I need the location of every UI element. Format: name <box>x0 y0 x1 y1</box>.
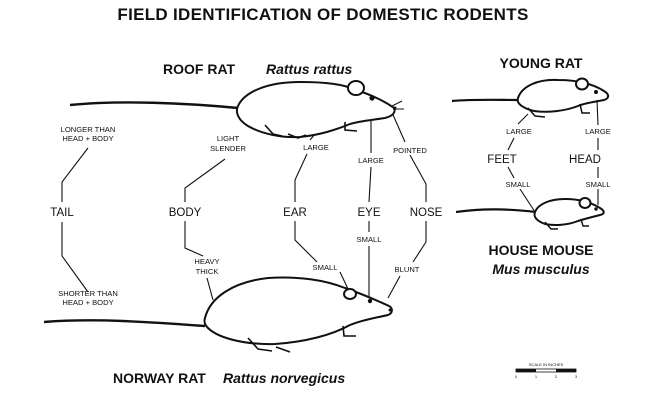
norway-rat-eye <box>367 298 373 304</box>
nose-pointed-label: POINTED <box>393 146 427 155</box>
eye-large-label: LARGE <box>358 156 384 165</box>
nose-blunt-label: BLUNT <box>395 265 420 274</box>
body-heavy-label: HEAVY <box>194 257 219 266</box>
roof-rat-front-foot <box>344 122 358 132</box>
norway-rat-hind-foot <box>247 337 291 353</box>
house-mouse-eye <box>594 207 598 211</box>
house-mouse-front-foot <box>580 218 589 227</box>
feet-line-upper <box>507 137 515 151</box>
body-line-upper <box>184 158 226 202</box>
nose-line-upper <box>409 154 427 202</box>
roof-rat-whiskers <box>391 100 404 110</box>
young-rat-ear <box>575 77 589 91</box>
eye-small-label: SMALL <box>357 235 382 244</box>
house-mouse-tail <box>455 208 537 214</box>
tail-shorter-label-1: SHORTER THAN <box>58 289 118 298</box>
head-line-top <box>596 99 599 126</box>
young-rat-title: YOUNG RAT <box>500 55 583 71</box>
nose-category-label: NOSE <box>410 207 443 219</box>
ear-line-lower <box>294 221 318 263</box>
feet-small-label: SMALL <box>506 180 531 189</box>
scale-bar-segment-1 <box>516 369 536 372</box>
head-small-label: SMALL <box>586 180 611 189</box>
ear-small-label: SMALL <box>313 263 338 272</box>
roof-rat-eye <box>369 95 375 101</box>
body-line-lower <box>184 221 204 257</box>
norway-rat-nose <box>388 308 392 312</box>
feet-line-lower <box>507 166 515 179</box>
norway-rat-body <box>203 276 393 346</box>
page-title: FIELD IDENTIFICATION OF DOMESTIC RODENTS <box>117 5 528 24</box>
roof-rat-hind-foot <box>264 124 307 139</box>
norway-rat-scientific-name: Rattus norvegicus <box>223 370 345 386</box>
body-category-label: BODY <box>169 207 202 219</box>
norway-rat-tail <box>43 319 206 328</box>
eye-line-upper <box>368 166 372 203</box>
house-mouse-common-name: HOUSE MOUSE <box>488 242 593 258</box>
young-rat-tail <box>451 98 521 103</box>
norway-rat-common-name: NORWAY RAT <box>113 370 206 386</box>
scale-tick-3: 3 <box>575 374 578 379</box>
tail-category-label: TAIL <box>50 207 74 219</box>
nose-line-lower <box>412 221 427 263</box>
body-line-lower-tail <box>206 277 214 301</box>
ear-category-label: EAR <box>283 207 307 219</box>
young-rat-body <box>516 78 610 113</box>
tail-line-upper <box>61 147 89 202</box>
house-mouse-illustration <box>455 197 605 230</box>
scale-bar: SCALE IN INCHES 0 1 2 3 <box>515 362 578 379</box>
roof-rat-ear <box>347 80 365 96</box>
head-large-label: LARGE <box>585 127 611 136</box>
roof-rat-illustration <box>69 80 404 139</box>
norway-rat-illustration <box>43 276 393 353</box>
norway-rat-front-foot <box>342 325 356 337</box>
ear-large-label: LARGE <box>303 143 329 152</box>
young-rat-front-foot <box>579 103 590 114</box>
tail-longer-label-1: LONGER THAN <box>61 125 116 134</box>
tail-shorter-label-2: HEAD + BODY <box>62 298 113 307</box>
young-rat-illustration <box>451 77 610 118</box>
head-category-label: HEAD <box>569 154 601 166</box>
roof-rat-scientific-name: Rattus rattus <box>266 61 353 77</box>
roof-rat-common-name: ROOF RAT <box>163 61 236 77</box>
scale-tick-2: 2 <box>555 374 558 379</box>
feet-category-label: FEET <box>487 154 516 166</box>
young-rat-hind-foot <box>527 107 546 118</box>
tail-line-lower <box>61 222 89 293</box>
body-light-label: LIGHT <box>217 134 240 143</box>
house-mouse-scientific-name: Mus musculus <box>492 261 589 277</box>
young-rat-eye <box>594 90 598 94</box>
norway-rat-ear <box>343 288 357 300</box>
scale-label: SCALE IN INCHES <box>529 362 564 367</box>
house-mouse-ear <box>578 197 592 209</box>
scale-bar-segment-3 <box>556 369 576 372</box>
roof-rat-tail <box>69 101 239 110</box>
ear-line-upper <box>294 153 308 202</box>
nose-line-bottom <box>387 275 401 299</box>
feet-large-label: LARGE <box>506 127 532 136</box>
body-slender-label: SLENDER <box>210 144 246 153</box>
tail-longer-label-2: HEAD + BODY <box>62 134 113 143</box>
eye-category-label: EYE <box>357 207 380 219</box>
house-mouse-hind-foot <box>544 221 558 230</box>
feet-line-top <box>517 113 529 125</box>
house-mouse-body <box>533 198 605 226</box>
body-thick-label: THICK <box>196 267 219 276</box>
scale-tick-0: 0 <box>515 374 518 379</box>
scale-tick-1: 1 <box>535 374 538 379</box>
